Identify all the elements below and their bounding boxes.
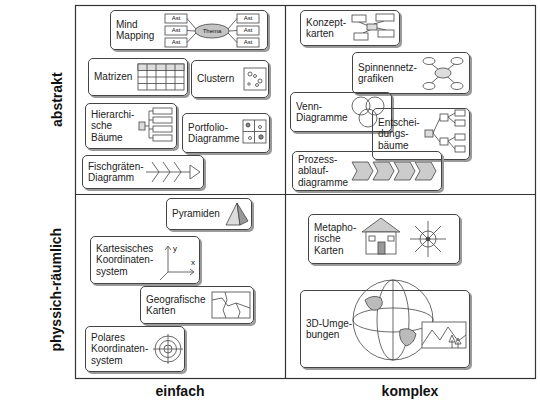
technique-name: Pyramiden [172,208,226,219]
technique-name: Polares Koordinaten- system [91,332,157,366]
technique-name: Kartesisches Koordinaten- system [96,243,162,277]
icon-label: Ast [244,39,253,46]
axis-label: abstrakt [49,73,64,127]
icon-label: Ast [244,15,253,22]
technique-name: Clustern [197,73,245,84]
technique-box: Portfolio- Diagramme [182,113,270,153]
technique-box: Kartesisches Koordinaten- system [90,236,200,284]
technique-name: Metapho- rische Karten [314,222,364,256]
technique-box: Metapho- rische Karten [308,214,460,264]
icon-label: Ast [172,27,181,34]
axis-label: physsich-räumlich [49,228,64,352]
technique-name: Entschei- dungs- bäume [378,117,424,151]
technique-name: Fischgräten- Diagramm [88,161,148,183]
technique-box: Geografische Karten [140,286,254,324]
icon-label: Ast [172,39,181,46]
icon-label: Thema [203,28,222,35]
technique-box: Venn- Diagramme [290,92,392,132]
technique-name: Geografische Karten [146,294,212,316]
technique-name: 3D-Umge- bungen [306,318,354,340]
icon-label: y [173,245,177,254]
technique-box: Prozess- ablauf- diagramme [292,151,442,191]
axis-label: komplex [382,384,439,399]
technique-name: Konzept- karten [306,17,352,39]
technique-box: Matrizen [88,58,188,96]
technique-name: Portfolio- Diagramme [188,122,244,144]
technique-box: Polares Koordinaten- system [85,326,185,372]
technique-name: Spinnennetz- grafiken [358,62,422,84]
technique-name: Mind Mapping [116,19,162,41]
icon-label: x [191,259,195,268]
icon-label: Ast [172,15,181,22]
technique-box: Clustern [191,60,269,98]
technique-box: Spinnennetz- grafiken [352,52,470,94]
technique-box: Pyramiden [166,198,252,230]
technique-box: Entschei- dungs- bäume [372,108,470,160]
technique-box: 3D-Umge- bungen [300,290,470,368]
technique-box: Konzept- karten [300,10,400,46]
technique-box: Hierarchi- sche Bäume [85,103,177,149]
technique-name: Prozess- ablauf- diagramme [298,154,354,188]
technique-name: Matrizen [94,71,142,82]
technique-name: Venn- Diagramme [296,101,352,123]
axis-label: einfach [155,384,204,399]
icon-label: Ast [244,27,253,34]
technique-name: Hierarchi- sche Bäume [91,109,137,143]
technique-box: Fischgräten- Diagramm [82,155,204,189]
